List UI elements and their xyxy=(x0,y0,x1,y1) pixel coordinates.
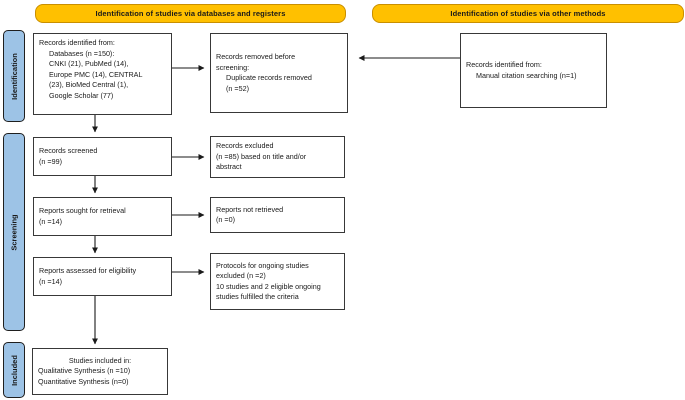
box-reports-excluded: Protocols for ongoing studies excluded (… xyxy=(210,253,345,310)
header-other-methods: Identification of studies via other meth… xyxy=(372,4,684,23)
text-line: (n =99) xyxy=(39,156,62,166)
text-line: Duplicate records removed xyxy=(226,73,312,82)
text-line: studies fulfilled the criteria xyxy=(216,292,299,301)
box-records-identified: Records identified from: Databases (n =1… xyxy=(33,33,172,115)
text-line: Protocols for ongoing studies xyxy=(216,260,309,270)
stage-screening: Screening xyxy=(3,133,25,331)
header-label: Identification of studies via databases … xyxy=(95,9,286,18)
text-line: (n =52) xyxy=(226,83,249,93)
text-line: Records removed before xyxy=(216,52,296,61)
box-other-records-identified: Records identified from: Manual citation… xyxy=(460,33,607,108)
text-line: (n =0) xyxy=(216,215,235,224)
text-line: Records excluded xyxy=(216,141,274,151)
text-line: screening: xyxy=(216,62,250,72)
box-records-excluded: Records excluded (n =85) based on title … xyxy=(210,136,345,178)
box-reports-not-retrieved: Reports not retrieved (n =0) xyxy=(210,197,345,233)
text-line: Studies included in: xyxy=(68,355,132,365)
text-line: Qualitative Synthesis (n =10) xyxy=(38,366,131,376)
text-line: (n =14) xyxy=(39,216,62,226)
stage-included: Included xyxy=(3,342,25,398)
stage-label: Included xyxy=(9,354,19,386)
text-line: 10 studies and 2 eligible ongoing xyxy=(216,281,321,291)
text-line: CNKI (21), PubMed (14), xyxy=(49,59,129,68)
text-line: Reports not retrieved xyxy=(216,204,284,214)
box-records-screened: Records screened (n =99) xyxy=(33,137,172,176)
text-line: (n =14) xyxy=(39,276,62,286)
text-line: Records screened xyxy=(39,146,98,155)
box-records-removed: Records removed before screening: Duplic… xyxy=(210,33,348,113)
stage-label: Screening xyxy=(9,213,19,251)
box-studies-included: Studies included in: Qualitative Synthes… xyxy=(32,348,168,395)
text-line: Quantitative Synthesis (n=0) xyxy=(38,376,129,386)
text-line: Manual citation searching (n=1) xyxy=(476,70,577,80)
text-line: Records identified from: xyxy=(466,60,542,69)
text-line: Databases (n =150): xyxy=(49,48,115,58)
text-line: excluded (n =2) xyxy=(216,271,266,280)
header-databases-registers: Identification of studies via databases … xyxy=(35,4,346,23)
text-line: Records identified from: xyxy=(39,38,115,47)
stage-label: Identification xyxy=(9,52,19,100)
text-line: (n =85) based on title and/or xyxy=(216,151,307,161)
text-line: Reports assessed for eligibility xyxy=(39,266,137,275)
text-line: Europe PMC (14), CENTRAL xyxy=(49,69,143,79)
text-line: Reports sought for retrieval xyxy=(39,206,126,215)
header-label: Identification of studies via other meth… xyxy=(450,9,606,18)
text-line: Google Scholar (77) xyxy=(49,90,114,100)
box-reports-sought: Reports sought for retrieval (n =14) xyxy=(33,197,172,236)
box-reports-assessed: Reports assessed for eligibility (n =14) xyxy=(33,257,172,296)
text-line: (23), BioMed Central (1), xyxy=(49,80,129,89)
stage-identification: Identification xyxy=(3,30,25,122)
text-line: abstract xyxy=(216,162,242,172)
